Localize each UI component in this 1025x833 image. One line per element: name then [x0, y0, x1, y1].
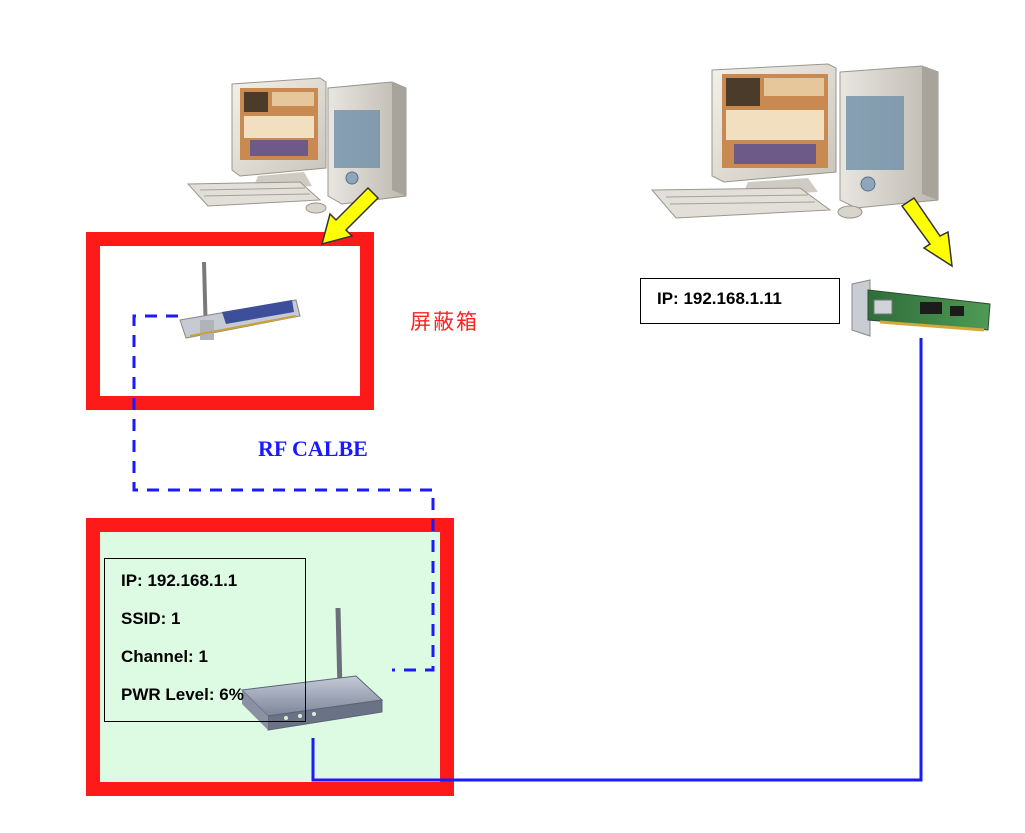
ethernet-nic-card-icon	[851, 279, 991, 337]
yellow-arrow-icon-right	[900, 196, 953, 268]
ap-ssid-text: SSID: 1	[121, 609, 181, 628]
wireless-pci-card-icon	[179, 261, 301, 340]
desktop-computer-icon-left	[186, 77, 407, 214]
rf-cable-label: RF CALBE	[258, 436, 368, 461]
shield-box-label: 屏蔽箱	[410, 310, 479, 334]
yellow-arrow-icon-left	[320, 186, 380, 246]
client-ip-label: IP: 192.168.1.11	[657, 289, 782, 308]
wireless-router-icon	[240, 607, 384, 731]
ethernet-cable-line	[311, 338, 923, 782]
ap-channel-text: Channel: 1	[121, 647, 208, 666]
shield-box-wireless-card	[86, 232, 374, 410]
shield-box-access-point	[86, 518, 454, 796]
ap-pwr-level-text: PWR Level: 6%	[121, 685, 244, 704]
rf-cable-line	[132, 314, 435, 672]
client-ip-label-box: IP: 192.168.1.11	[640, 278, 840, 324]
ap-ip-text: IP: 192.168.1.1	[121, 571, 238, 590]
desktop-computer-icon-right	[650, 63, 939, 219]
access-point-info-box: IP: 192.168.1.1 SSID: 1 Channel: 1 PWR L…	[104, 558, 306, 722]
